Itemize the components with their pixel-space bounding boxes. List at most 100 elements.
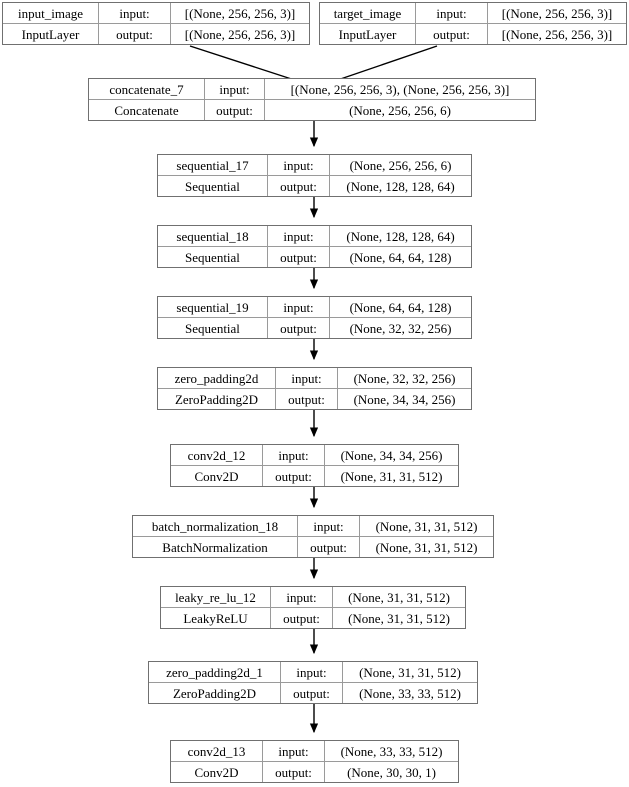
output-label: output: [271, 608, 333, 628]
layer-class-name: ZeroPadding2D [158, 389, 276, 409]
layer-class-name: Sequential [158, 176, 268, 196]
layer-name: concatenate_7 [89, 79, 205, 99]
output-label: output: [205, 100, 265, 120]
output-shape: (None, 128, 128, 64) [346, 178, 455, 194]
output-shape: (None, 31, 31, 512) [340, 468, 443, 484]
output-label: output: [263, 762, 325, 782]
input-label: input: [298, 516, 360, 536]
output-label: output: [268, 318, 330, 338]
output-shape: (None, 33, 33, 512) [359, 685, 461, 701]
input-shape: (None, 31, 31, 512) [348, 589, 450, 605]
output-shape: (None, 31, 31, 512) [375, 539, 478, 555]
input-shape: (None, 32, 32, 256) [353, 370, 456, 386]
input-shape: (None, 256, 256, 6) [349, 157, 452, 173]
input-shape: (None, 64, 64, 128) [349, 299, 452, 315]
layer-name: target_image [320, 3, 416, 23]
layer-name: conv2d_12 [171, 445, 263, 465]
input-label: input: [416, 3, 488, 23]
output-shape: (None, 30, 30, 1) [347, 764, 436, 780]
layer-class-name: Sequential [158, 247, 268, 267]
input-shape: (None, 31, 31, 512) [359, 664, 461, 680]
input-label: input: [268, 226, 330, 246]
layer-name: input_image [3, 3, 99, 23]
layer-class-name: BatchNormalization [133, 537, 298, 557]
layer-name: sequential_17 [158, 155, 268, 175]
input-label: input: [281, 662, 343, 682]
input-label: input: [276, 368, 338, 388]
input-label: input: [263, 445, 325, 465]
output-label: output: [416, 24, 488, 44]
layer-class-name: Conv2D [171, 466, 263, 486]
layer-name: sequential_19 [158, 297, 268, 317]
output-label: output: [263, 466, 325, 486]
output-label: output: [99, 24, 171, 44]
layer-name: conv2d_13 [171, 741, 263, 761]
input-label: input: [268, 297, 330, 317]
output-shape: (None, 256, 256, 6) [349, 102, 451, 118]
output-shape: (None, 64, 64, 128) [349, 249, 452, 265]
layer-name: batch_normalization_18 [133, 516, 298, 536]
layer-name: zero_padding2d [158, 368, 276, 388]
input-shape: (None, 31, 31, 512) [375, 518, 478, 534]
layer-class-name: LeakyReLU [161, 608, 271, 628]
output-shape: (None, 32, 32, 256) [349, 320, 452, 336]
output-label: output: [268, 247, 330, 267]
output-label: output: [276, 389, 338, 409]
output-label: output: [298, 537, 360, 557]
layer-class-name: InputLayer [320, 24, 416, 44]
layer-class-name: InputLayer [3, 24, 99, 44]
layer-class-name: Sequential [158, 318, 268, 338]
input-shape: (None, 128, 128, 64) [346, 228, 455, 244]
output-shape: [(None, 256, 256, 3)] [184, 26, 296, 42]
output-shape: (None, 34, 34, 256) [353, 391, 456, 407]
layer-class-name: Concatenate [89, 100, 205, 120]
layer-name: sequential_18 [158, 226, 268, 246]
output-label: output: [268, 176, 330, 196]
input-label: input: [205, 79, 265, 99]
layer-class-name: Conv2D [171, 762, 263, 782]
output-shape: (None, 31, 31, 512) [348, 610, 450, 626]
input-shape: (None, 33, 33, 512) [340, 743, 443, 759]
input-shape: (None, 34, 34, 256) [340, 447, 443, 463]
input-shape: [(None, 256, 256, 3)] [501, 5, 613, 21]
input-label: input: [271, 587, 333, 607]
input-label: input: [99, 3, 171, 23]
input-shape: [(None, 256, 256, 3)] [184, 5, 296, 21]
layer-name: leaky_re_lu_12 [161, 587, 271, 607]
input-label: input: [268, 155, 330, 175]
